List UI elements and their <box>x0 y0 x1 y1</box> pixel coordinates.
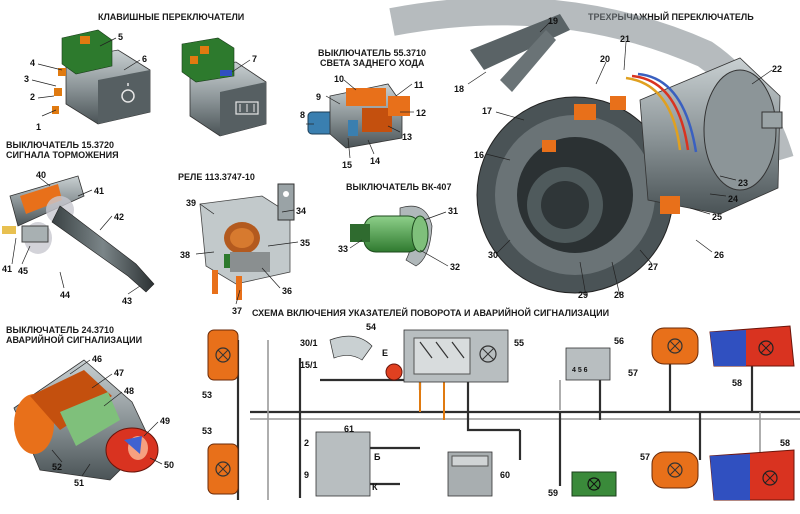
callout-26: 26 <box>714 250 724 260</box>
relay-illustration <box>199 183 295 300</box>
callout-46: 46 <box>92 354 102 364</box>
callout-24: 24 <box>728 194 738 204</box>
callout-34: 34 <box>296 206 306 216</box>
callout-43: 43 <box>122 296 132 306</box>
scheme-labels: 53 53 54 55 56 57 57 58 58 59 60 61 30/1… <box>202 322 790 498</box>
callout-23: 23 <box>738 178 748 188</box>
title-hazard-switch-line1: ВЫКЛЮЧАТЕЛЬ 24.3710 <box>6 325 114 335</box>
scheme-relay-pins: 4 5 6 <box>572 367 588 374</box>
scheme-label-53-top: 53 <box>202 390 212 400</box>
title-reverse-switch-line1: ВЫКЛЮЧАТЕЛЬ 55.3710 <box>318 48 426 58</box>
vk407-switch-illustration <box>350 205 433 267</box>
scheme-label-54: 54 <box>366 322 376 332</box>
title-hazard-switch-line2: АВАРИЙНОЙ СИГНАЛИЗАЦИИ <box>6 334 142 345</box>
callout-9: 9 <box>316 92 321 102</box>
title-relay: РЕЛЕ 113.3747-10 <box>178 172 255 182</box>
callout-25: 25 <box>712 212 722 222</box>
scheme-label-B: Б <box>374 452 381 462</box>
scheme-label-56: 56 <box>614 336 624 346</box>
callout-38: 38 <box>180 250 190 260</box>
callout-30: 30 <box>488 250 498 260</box>
callout-40: 40 <box>36 170 46 180</box>
callout-16: 16 <box>474 150 484 160</box>
callout-numbers: 5 6 4 3 2 1 7 8 9 10 11 12 13 14 15 40 4… <box>2 16 782 488</box>
title-three-lever-switch: ТРЕХРЫЧАЖНЫЙ ПЕРЕКЛЮЧАТЕЛЬ <box>588 11 754 22</box>
wiring-scheme <box>207 325 800 501</box>
title-wiring-scheme: СХЕМА ВКЛЮЧЕНИЯ УКАЗАТЕЛЕЙ ПОВОРОТА И АВ… <box>252 307 609 318</box>
callout-32: 32 <box>450 262 460 272</box>
callout-27: 27 <box>648 262 658 272</box>
callout-14: 14 <box>370 156 380 166</box>
scheme-label-53-bottom: 53 <box>202 426 212 436</box>
key-switch-illustration-1 <box>52 29 151 125</box>
callout-41-bottom: 41 <box>2 264 12 274</box>
callout-35: 35 <box>300 238 310 248</box>
scheme-label-58-bottom: 58 <box>780 438 790 448</box>
scheme-label-2: 2 <box>304 438 309 448</box>
scheme-label-E: E <box>382 348 388 358</box>
callout-lead-lines <box>11 21 773 477</box>
callout-12: 12 <box>416 108 426 118</box>
callout-11: 11 <box>414 80 424 90</box>
callout-17: 17 <box>482 106 492 116</box>
title-brake-switch-line2: СИГНАЛА ТОРМОЖЕНИЯ <box>6 150 119 160</box>
callout-50: 50 <box>164 460 174 470</box>
title-brake-switch-line1: ВЫКЛЮЧАТЕЛЬ 15.3720 <box>6 140 114 150</box>
callout-19: 19 <box>548 16 558 26</box>
scheme-label-9: 9 <box>304 470 309 480</box>
callout-18: 18 <box>454 84 464 94</box>
scheme-label-59: 59 <box>548 488 558 498</box>
scheme-label-61: 61 <box>344 424 354 434</box>
scheme-label-57-top: 57 <box>628 368 638 378</box>
reverse-light-switch-illustration <box>307 83 410 149</box>
scheme-label-K: К <box>372 482 378 492</box>
callout-21: 21 <box>620 34 630 44</box>
scheme-label-15-1: 15/1 <box>300 360 318 370</box>
scheme-label-60: 60 <box>500 470 510 480</box>
callout-2: 2 <box>30 92 35 102</box>
callout-20: 20 <box>600 54 610 64</box>
callout-10: 10 <box>334 74 344 84</box>
hazard-switch-illustration <box>13 359 159 481</box>
callout-8: 8 <box>300 110 305 120</box>
scheme-label-57-bottom: 57 <box>640 452 650 462</box>
title-reverse-switch-line2: СВЕТА ЗАДНЕГО ХОДА <box>320 58 425 68</box>
three-lever-switch-illustration <box>389 0 794 294</box>
callout-45: 45 <box>18 266 28 276</box>
callout-5: 5 <box>118 32 123 42</box>
callout-29: 29 <box>578 290 588 300</box>
scheme-label-58-top: 58 <box>732 378 742 388</box>
callout-42: 42 <box>114 212 124 222</box>
callout-47: 47 <box>114 368 124 378</box>
callout-33: 33 <box>338 244 348 254</box>
title-key-switches: КЛАВИШНЫЕ ПЕРЕКЛЮЧАТЕЛИ <box>98 12 244 22</box>
callout-3: 3 <box>24 74 29 84</box>
callout-1: 1 <box>36 122 41 132</box>
callout-13: 13 <box>402 132 412 142</box>
callout-4: 4 <box>30 58 35 68</box>
callout-49: 49 <box>160 416 170 426</box>
callout-7: 7 <box>252 54 257 64</box>
callout-41-top: 41 <box>94 186 104 196</box>
key-switch-illustration-2 <box>181 37 267 137</box>
callout-6: 6 <box>142 54 147 64</box>
callout-22: 22 <box>772 64 782 74</box>
scheme-label-30-1: 30/1 <box>300 338 318 348</box>
callout-51: 51 <box>74 478 84 488</box>
callout-48: 48 <box>124 386 134 396</box>
scheme-label-55: 55 <box>514 338 524 348</box>
callout-15: 15 <box>342 160 352 170</box>
callout-37: 37 <box>232 306 242 316</box>
callout-52: 52 <box>52 462 62 472</box>
callout-36: 36 <box>282 286 292 296</box>
callout-44: 44 <box>60 290 70 300</box>
callout-39: 39 <box>186 198 196 208</box>
title-vk407-switch: ВЫКЛЮЧАТЕЛЬ ВК-407 <box>346 182 451 192</box>
callout-31: 31 <box>448 206 458 216</box>
callout-28: 28 <box>614 290 624 300</box>
brake-light-switch-illustration <box>2 175 155 293</box>
